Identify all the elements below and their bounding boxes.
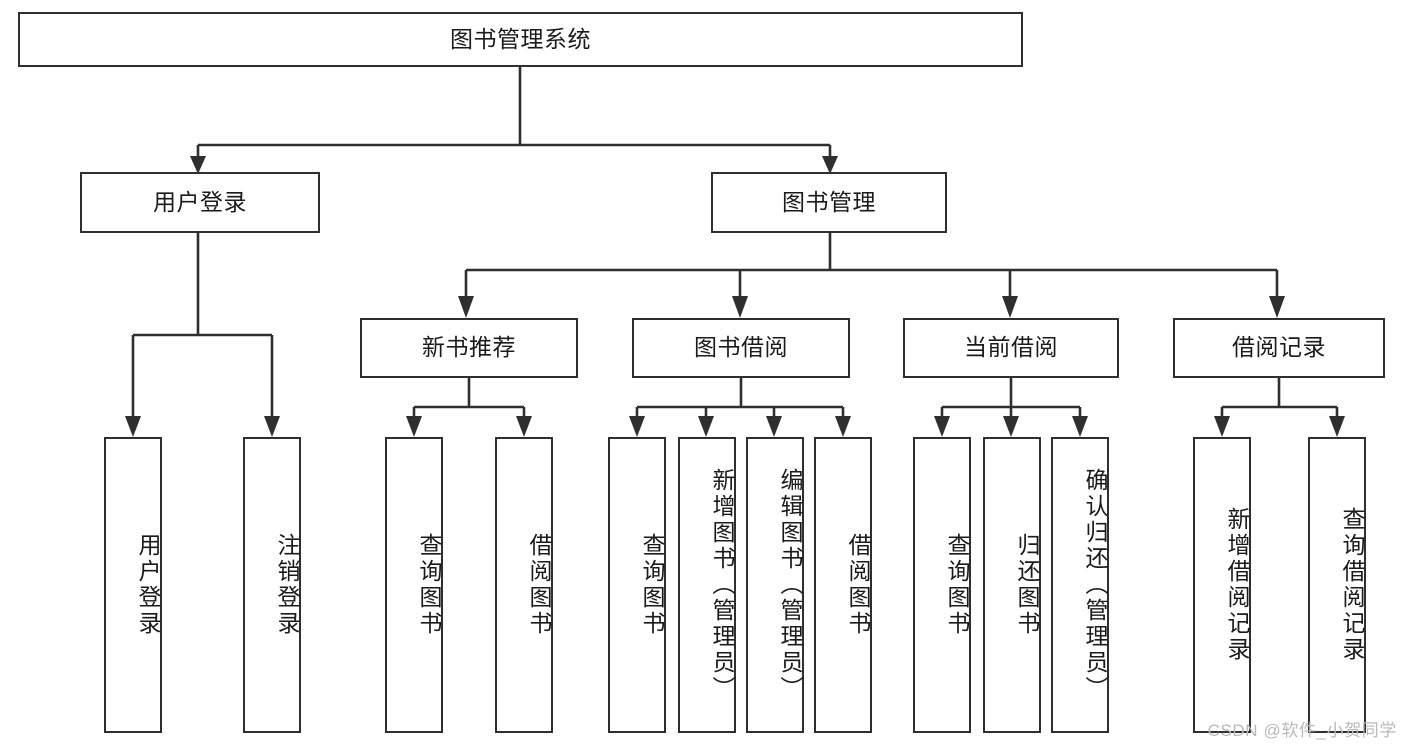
node-new-book-recommend[interactable]: 新书推荐	[360, 318, 578, 378]
node-user-login[interactable]: 用户登录	[80, 172, 320, 233]
leaf-query-borrow-record[interactable]: 查询借阅记录	[1308, 437, 1366, 733]
node-root-system[interactable]: 图书管理系统	[18, 12, 1023, 67]
leaf-borrow-book-recommend[interactable]: 借阅图书	[495, 437, 553, 733]
node-current-borrow[interactable]: 当前借阅	[903, 318, 1119, 378]
node-book-borrow[interactable]: 图书借阅	[632, 318, 850, 378]
leaf-logout-login[interactable]: 注销登录	[243, 437, 301, 733]
leaf-add-borrow-record[interactable]: 新增借阅记录	[1193, 437, 1251, 733]
leaf-query-book-borrow[interactable]: 查询图书	[608, 437, 666, 733]
leaf-query-book-recommend[interactable]: 查询图书	[385, 437, 443, 733]
leaf-confirm-return[interactable]: 确认归还（管理员）	[1051, 437, 1109, 733]
leaf-return-book[interactable]: 归还图书	[983, 437, 1041, 733]
leaf-add-book[interactable]: 新增图书（管理员）	[678, 437, 736, 733]
leaf-user-login[interactable]: 用户登录	[104, 437, 162, 733]
leaf-borrow-book-borrow[interactable]: 借阅图书	[814, 437, 872, 733]
node-borrow-record[interactable]: 借阅记录	[1173, 318, 1385, 378]
leaf-query-book-current[interactable]: 查询图书	[913, 437, 971, 733]
csdn-watermark: CSDN @软件_小贺同学	[1207, 721, 1397, 740]
node-book-manage[interactable]: 图书管理	[711, 172, 947, 233]
leaf-edit-book[interactable]: 编辑图书（管理员）	[746, 437, 804, 733]
